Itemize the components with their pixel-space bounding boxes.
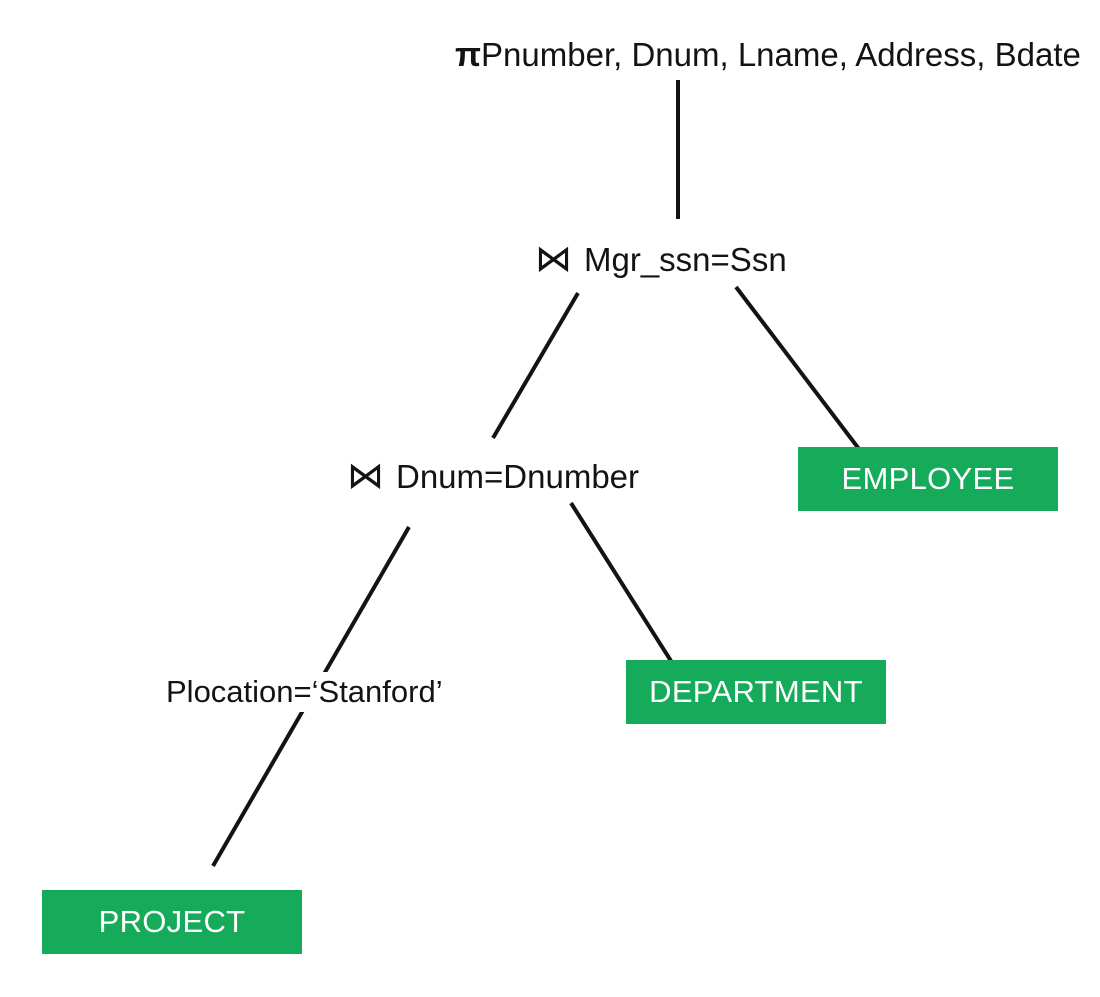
edge-join-bottom-to-department (569, 501, 673, 663)
relation-label: EMPLOYEE (841, 461, 1015, 496)
edge-join-top-to-join-bottom (491, 291, 580, 440)
relation-box-employee[interactable]: EMPLOYEE (798, 447, 1058, 511)
bowtie-join-icon: ⋈ (347, 455, 384, 496)
projection-attribute-list: Pnumber, Dnum, Lname, Address, Bdate (481, 36, 1081, 73)
join-condition-dnum: Dnum=Dnumber (396, 458, 640, 495)
relation-label: DEPARTMENT (649, 674, 863, 709)
relation-box-project[interactable]: PROJECT (42, 890, 302, 954)
pi-projection-icon: π (455, 36, 482, 74)
relation-label: PROJECT (98, 904, 246, 939)
selection-condition-plocation: Plocation=‘Stanford’ (162, 672, 447, 712)
join-node-dnum[interactable]: ⋈ Dnum=Dnumber (347, 457, 639, 494)
edge-join-top-to-employee (734, 285, 861, 451)
bowtie-join-icon: ⋈ (535, 238, 572, 279)
join-condition-mgr-ssn: Mgr_ssn=Ssn (584, 241, 787, 278)
relation-box-department[interactable]: DEPARTMENT (626, 660, 886, 724)
join-node-mgr-ssn[interactable]: ⋈ Mgr_ssn=Ssn (535, 240, 787, 277)
projection-node[interactable]: πPnumber, Dnum, Lname, Address, Bdate (455, 38, 1081, 72)
